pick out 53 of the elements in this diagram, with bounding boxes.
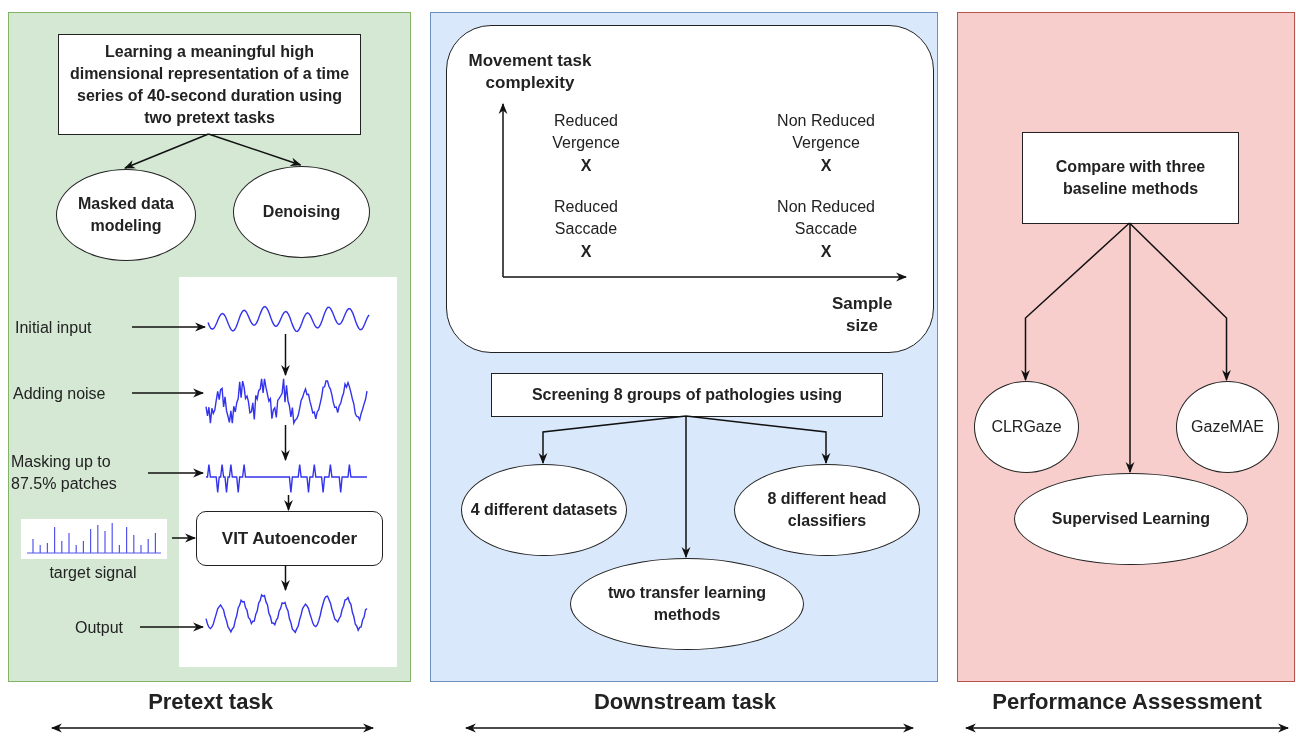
process-ellipse: GazeMAE	[1176, 381, 1279, 473]
waveform-drawing	[204, 376, 369, 426]
process-box: Compare with three baseline methods	[1022, 132, 1239, 224]
step-label: Masking up to 87.5% patches	[11, 451, 143, 497]
arrow	[171, 533, 197, 543]
step-label: Initial input	[15, 317, 127, 339]
process-box: Screening 8 groups of pathologies using	[491, 373, 883, 417]
process-box: Learning a meaningful high dimensional representation of a time series of 40-second duration using two pretext tasks	[58, 34, 361, 135]
arrow	[281, 564, 290, 592]
step-label: Adding noise	[13, 383, 127, 405]
arrow	[139, 622, 205, 632]
process-ellipse: Supervised Learning	[1014, 473, 1248, 565]
quadrant-label: Reduced Vergence	[551, 111, 621, 153]
cross-mark: X	[579, 156, 593, 176]
arrow	[131, 388, 205, 398]
quadrant-label: Reduced Saccade	[552, 197, 619, 239]
arrow	[281, 333, 290, 377]
arrow	[281, 424, 290, 462]
waveform-drawing	[204, 591, 369, 636]
cross-mark: X	[819, 242, 833, 262]
quadrant-chart-panel	[446, 25, 934, 353]
arrow	[207, 133, 302, 166]
arrow	[681, 415, 691, 559]
panel-title: Performance Assessment	[991, 689, 1263, 715]
waveform-drawing	[206, 303, 371, 335]
spike-train-drawing	[21, 519, 167, 559]
process-ellipse: 8 different head classifiers	[734, 464, 920, 556]
process-ellipse: Masked data modeling	[56, 169, 196, 261]
signal-caption: target signal	[48, 563, 138, 583]
step-label: Output	[75, 617, 135, 639]
process-ellipse: CLRGaze	[974, 381, 1079, 473]
arrow	[124, 133, 210, 169]
cross-mark: X	[819, 156, 833, 176]
arrow	[538, 415, 687, 465]
axis-title: Sample size	[832, 293, 892, 337]
arrow	[284, 494, 293, 512]
cross-mark: X	[579, 242, 593, 262]
process-ellipse: Denoising	[233, 166, 370, 258]
arrow	[1125, 222, 1135, 474]
panel-title: Pretext task	[147, 689, 274, 715]
arrow	[147, 468, 205, 478]
process-ellipse: 4 different datasets	[461, 464, 627, 556]
arrow	[685, 415, 831, 465]
quadrant-label: Non Reduced Vergence	[776, 111, 876, 153]
signal-panel	[179, 277, 397, 667]
panel-title: Downstream task	[592, 689, 778, 715]
arrow	[1021, 222, 1131, 382]
axis-title: Movement task complexity	[467, 50, 593, 94]
quadrant-label: Non Reduced Saccade	[776, 197, 876, 239]
arrow	[1128, 222, 1231, 382]
process-box: VIT Autoencoder	[196, 511, 383, 566]
process-ellipse: two transfer learning methods	[570, 558, 804, 650]
arrow	[131, 322, 207, 332]
